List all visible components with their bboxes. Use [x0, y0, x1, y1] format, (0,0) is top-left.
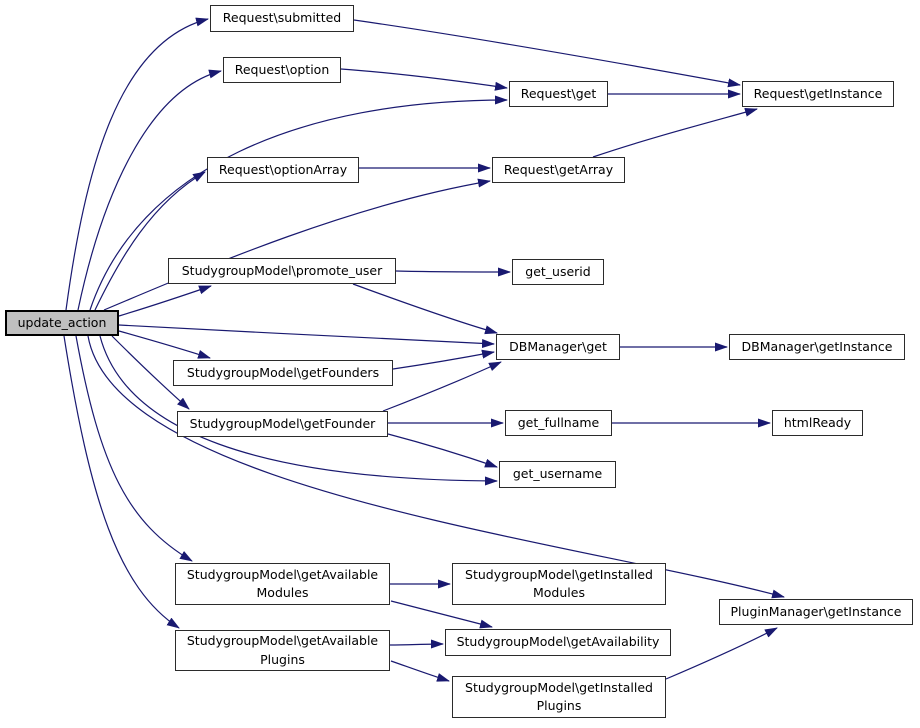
edge-getavailablemodules-to-getavailability: [390, 600, 493, 629]
edge-request-submitted-to-request-getinstance: [353, 19, 741, 88]
edge-update-action-to-pluginmanager-getinstance: [87, 335, 785, 599]
edge-promote-user-to-get-userid: [395, 267, 511, 277]
edge-update-action-to-request-get: [89, 95, 508, 311]
edge-getfounder-to-dbmanager-get: [382, 361, 502, 412]
node-request-option[interactable]: Request\option: [223, 57, 341, 83]
edge-getavailableplugins-to-getinstalledplugins: [390, 660, 450, 682]
edge-getinstalledplugins-to-pluginmanager-getinstance: [665, 627, 778, 680]
edge-update-action-to-request-option: [77, 69, 222, 311]
edge-request-getarray-to-request-getinstance: [592, 107, 758, 158]
node-request-getinstance[interactable]: Request\getInstance: [742, 81, 894, 107]
node-update-action: update_action: [5, 310, 119, 336]
node-request-optionarray[interactable]: Request\optionArray: [207, 157, 359, 183]
node-getfounders[interactable]: StudygroupModel\getFounders: [173, 360, 393, 386]
node-dbmanager-get[interactable]: DBManager\get: [496, 334, 620, 360]
edge-promote-user-to-dbmanager-get: [352, 283, 498, 335]
node-getavailableplugins[interactable]: StudygroupModel\getAvailable Plugins: [175, 630, 390, 671]
node-htmlready[interactable]: htmlReady: [772, 410, 863, 436]
edge-update-action-to-getfounders: [118, 330, 211, 359]
edge-update-action-to-promote-user: [118, 285, 212, 317]
node-get-fullname[interactable]: get_fullname: [505, 410, 612, 436]
node-pluginmanager-getinstance[interactable]: PluginManager\getInstance: [719, 599, 913, 625]
node-get-username[interactable]: get_username: [499, 461, 616, 488]
edge-update-action-to-request-submitted: [65, 17, 209, 311]
node-dbmanager-getinstance[interactable]: DBManager\getInstance: [729, 334, 905, 360]
edge-update-action-to-getavailableplugins: [63, 335, 180, 629]
node-request-get[interactable]: Request\get: [509, 81, 608, 107]
edge-getfounders-to-dbmanager-get: [392, 349, 495, 370]
node-promote-user[interactable]: StudygroupModel\promote_user: [168, 258, 396, 284]
edge-update-action-to-request-getarray: [103, 178, 491, 311]
edge-update-action-to-getfounder: [111, 335, 190, 410]
node-getavailablemodules[interactable]: StudygroupModel\getAvailable Modules: [175, 563, 390, 605]
edge-update-action-to-get-username: [99, 335, 498, 486]
edge-getfounder-to-get-username: [387, 433, 498, 468]
node-getfounder[interactable]: StudygroupModel\getFounder: [177, 411, 388, 437]
edge-update-action-to-request-optionarray: [94, 171, 206, 311]
node-getinstalledplugins[interactable]: StudygroupModel\getInstalled Plugins: [452, 676, 666, 718]
node-getinstalledmodules[interactable]: StudygroupModel\getInstalled Modules: [452, 563, 666, 605]
node-getavailability[interactable]: StudygroupModel\getAvailability: [445, 629, 671, 656]
edge-update-action-to-getavailablemodules: [75, 335, 193, 562]
edge-group: [63, 17, 785, 682]
node-request-submitted[interactable]: Request\submitted: [210, 5, 354, 32]
edge-request-option-to-request-get: [340, 68, 508, 91]
edge-update-action-to-dbmanager-get: [118, 324, 495, 349]
node-request-getarray[interactable]: Request\getArray: [492, 157, 625, 183]
node-get-userid[interactable]: get_userid: [512, 259, 604, 285]
edge-getavailableplugins-to-getavailability: [389, 639, 444, 649]
